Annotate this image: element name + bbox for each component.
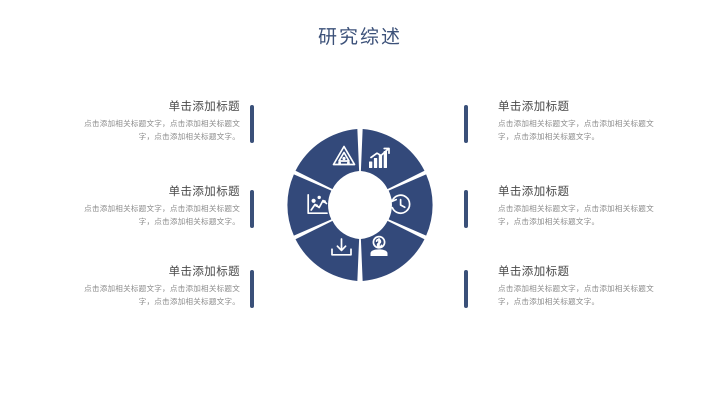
donut-diagram (281, 126, 439, 284)
donut-segment-left[interactable] (287, 174, 332, 236)
text-block-left-3: 单击添加标题 点击添加相关标题文字，点击添加相关标题文字，点击添加相关标题文字。 (72, 263, 240, 308)
block-title: 单击添加标题 (168, 99, 240, 113)
accent-bar-right-1 (464, 105, 468, 143)
text-block-right-2: 单击添加标题 点击添加相关标题文字，点击添加相关标题文字，点击添加相关标题文字。 (498, 183, 666, 228)
block-body: 点击添加相关标题文字，点击添加相关标题文字，点击添加相关标题文字。 (84, 204, 240, 226)
block-body: 点击添加相关标题文字，点击添加相关标题文字，点击添加相关标题文字。 (84, 284, 240, 306)
accent-bar-left-2 (250, 190, 254, 228)
accent-bar-right-3 (464, 270, 468, 308)
donut-segment-top-left[interactable] (295, 129, 360, 190)
clock-history-icon (388, 194, 411, 214)
accent-bar-right-2 (464, 190, 468, 228)
scatter-chart-icon (307, 193, 328, 215)
user-badge-icon (370, 235, 388, 256)
accent-bar-left-1 (250, 105, 254, 143)
block-body: 点击添加相关标题文字，点击添加相关标题文字，点击添加相关标题文字。 (84, 119, 240, 141)
block-title: 单击添加标题 (498, 264, 570, 278)
donut-segment-bottom-left[interactable] (295, 220, 360, 281)
text-block-right-3: 单击添加标题 点击添加相关标题文字，点击添加相关标题文字，点击添加相关标题文字。 (498, 263, 666, 308)
text-block-left-1: 单击添加标题 点击添加相关标题文字，点击添加相关标题文字，点击添加相关标题文字。 (72, 98, 240, 143)
page-title: 研究综述 (317, 26, 402, 48)
download-icon (331, 238, 352, 256)
donut-segment-bottom-right[interactable] (360, 220, 425, 281)
block-title: 单击添加标题 (168, 264, 240, 278)
block-body: 点击添加相关标题文字，点击添加相关标题文字，点击添加相关标题文字。 (498, 284, 654, 306)
bar-chart-growth-icon (369, 147, 390, 168)
pyramid-icon (332, 145, 356, 166)
block-title: 单击添加标题 (168, 184, 240, 198)
text-block-left-2: 单击添加标题 点击添加相关标题文字，点击添加相关标题文字，点击添加相关标题文字。 (72, 183, 240, 228)
donut-segment-right[interactable] (388, 174, 433, 236)
text-block-right-1: 单击添加标题 点击添加相关标题文字，点击添加相关标题文字，点击添加相关标题文字。 (498, 98, 666, 143)
block-title: 单击添加标题 (498, 184, 570, 198)
accent-bar-left-3 (250, 270, 254, 308)
block-title: 单击添加标题 (498, 99, 570, 113)
block-body: 点击添加相关标题文字，点击添加相关标题文字，点击添加相关标题文字。 (498, 204, 654, 226)
donut-segment-top-right[interactable] (360, 129, 425, 190)
block-body: 点击添加相关标题文字，点击添加相关标题文字，点击添加相关标题文字。 (498, 119, 654, 141)
